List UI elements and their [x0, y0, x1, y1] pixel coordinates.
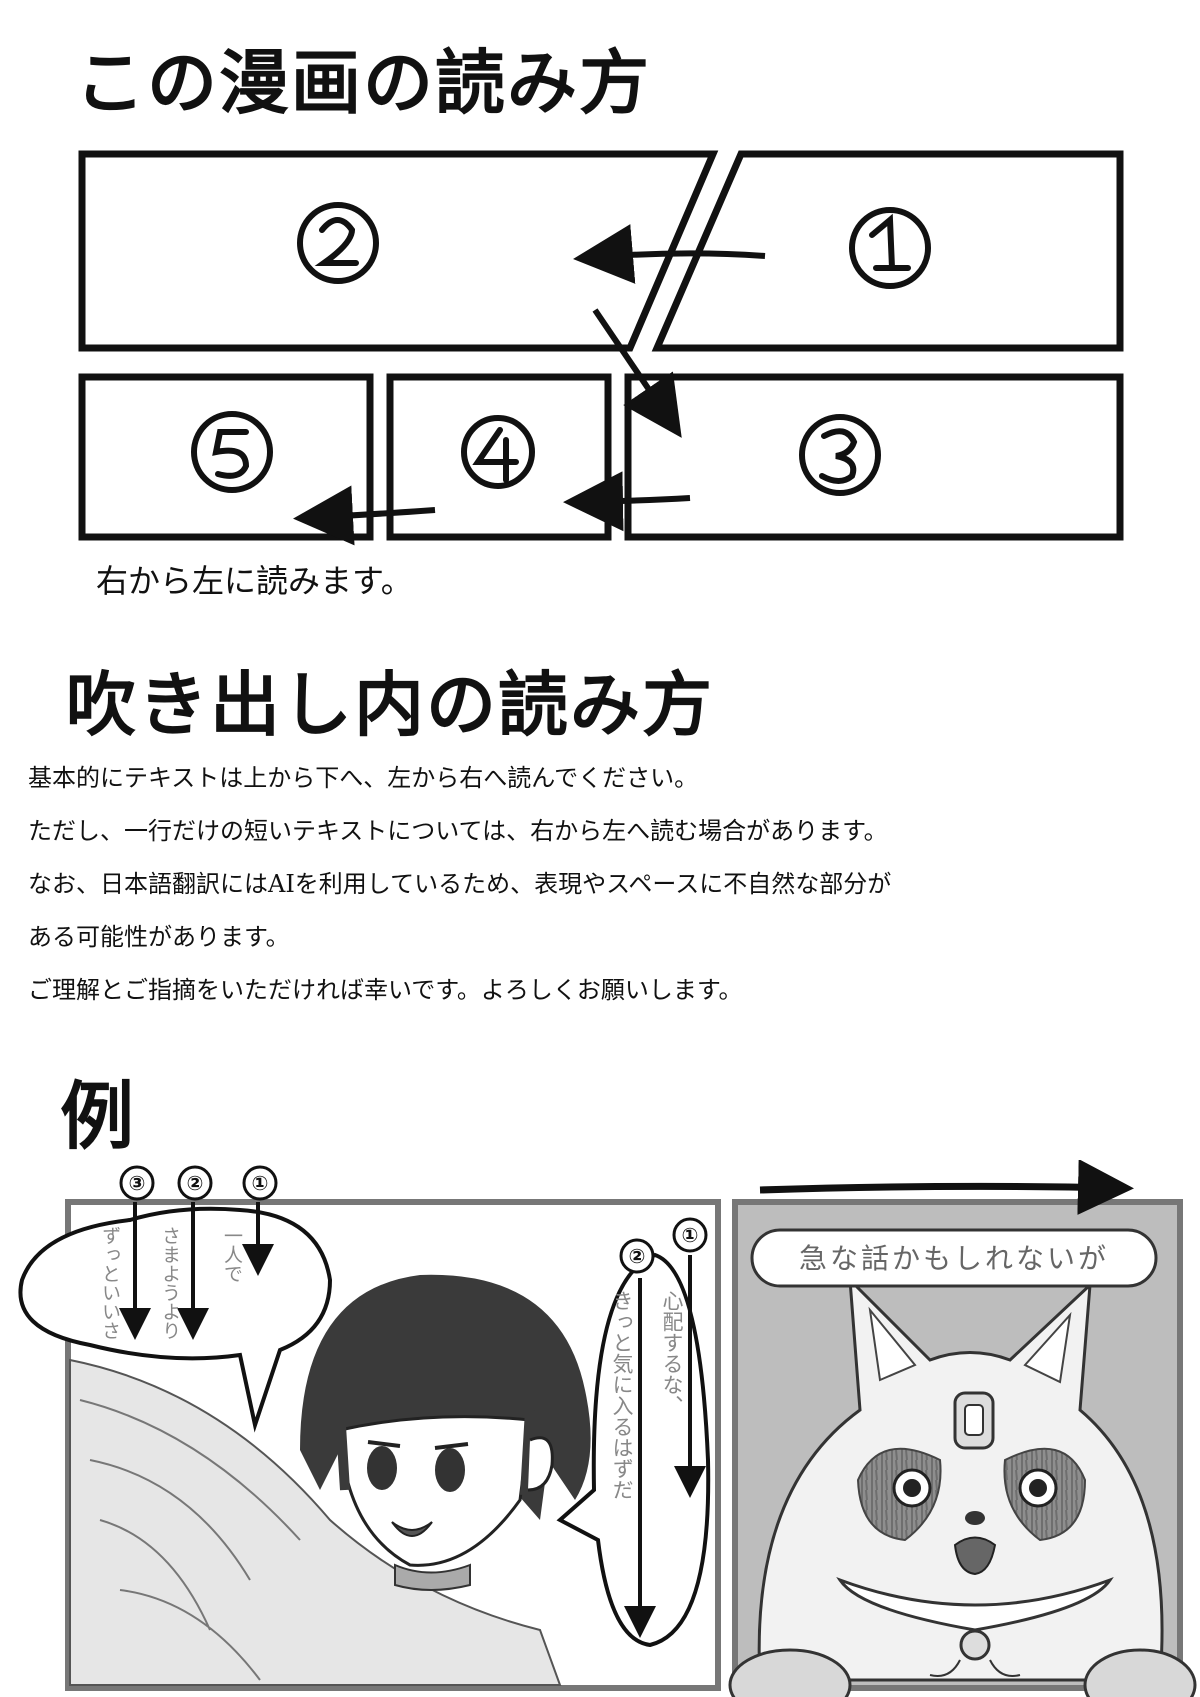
number-1	[849, 207, 931, 289]
left-bubble-marker-3: ③	[119, 1165, 155, 1201]
svg-text:③: ③	[129, 1171, 146, 1195]
title-example: 例	[60, 1074, 136, 1160]
left-bubble-marker-2: ②	[177, 1165, 213, 1201]
example-comic: ① ② ③ 一人で さまようより ずっといいさ ① ② 心配するな、	[18, 1160, 1197, 1697]
svg-text:①: ①	[682, 1223, 699, 1247]
left-bubble-text-2: さまようより	[159, 1226, 181, 1340]
horizontal-bubble-text: 急な話かもしれないが	[799, 1242, 1109, 1275]
panel-1-frame	[651, 150, 1124, 352]
right-bubble-text-2: きっと気に入るはずだ	[610, 1290, 634, 1500]
right-bubble-text-1: 心配するな、	[660, 1290, 684, 1416]
number-4	[461, 415, 535, 489]
horizontal-speech-bubble: 急な話かもしれないが	[750, 1228, 1158, 1288]
arrow-4-to-5	[293, 485, 436, 546]
svg-text:②: ②	[187, 1171, 204, 1195]
instruction-line: ただし、一行だけの短いテキストについては、右から左へ読む場合があります。	[28, 817, 888, 845]
arrow-2-to-3	[592, 308, 682, 438]
svg-text:①: ①	[252, 1171, 269, 1195]
left-speech-bubble: ① ② ③ 一人で さまようより ずっといいさ	[18, 1165, 333, 1433]
left-to-right-arrow	[759, 1160, 1134, 1216]
panel-number-label: ①	[0, 0, 1, 1]
left-bubble-text-3: ずっといいさ	[99, 1226, 121, 1340]
right-bubble-marker-2: ②	[619, 1238, 655, 1274]
panel-2-frame	[78, 150, 719, 352]
arrow-3-to-4	[563, 471, 691, 532]
title-how-to-read: この漫画の読み方	[75, 42, 651, 124]
right-bubble-marker-1: ①	[672, 1217, 708, 1253]
right-speech-bubble: ① ② 心配するな、 きっと気に入るはずだ	[556, 1217, 711, 1648]
arrow-1-to-2	[573, 224, 766, 284]
left-bubble-marker-1: ①	[242, 1165, 278, 1201]
title-speech-bubble-reading: 吹き出し内の読み方	[66, 664, 714, 746]
panel-order-diagram	[78, 150, 1124, 546]
left-bubble-text-1: 一人で	[221, 1226, 243, 1283]
number-5	[191, 411, 273, 493]
instruction-line: 基本的にテキストは上から下へ、左から右へ読んでください。	[28, 764, 699, 792]
instructions-paragraph: 基本的にテキストは上から下へ、左から右へ読んでください。 ただし、一行だけの短い…	[28, 752, 1178, 1017]
svg-text:②: ②	[629, 1244, 646, 1268]
instruction-line: ある可能性があります。	[28, 923, 290, 951]
number-3	[799, 414, 881, 496]
reading-direction-caption: 右から左に読みます。	[96, 562, 413, 600]
number-2	[297, 202, 379, 284]
panel-4-frame	[386, 373, 612, 541]
instruction-line: なお、日本語翻訳にはAIを利用しているため、表現やスペースに不自然な部分が	[28, 870, 892, 898]
panel-3-frame	[624, 373, 1124, 541]
instruction-line: ご理解とご指摘をいただければ幸いです。よろしくお願いします。	[28, 976, 743, 1004]
panel-5-frame	[78, 373, 374, 541]
